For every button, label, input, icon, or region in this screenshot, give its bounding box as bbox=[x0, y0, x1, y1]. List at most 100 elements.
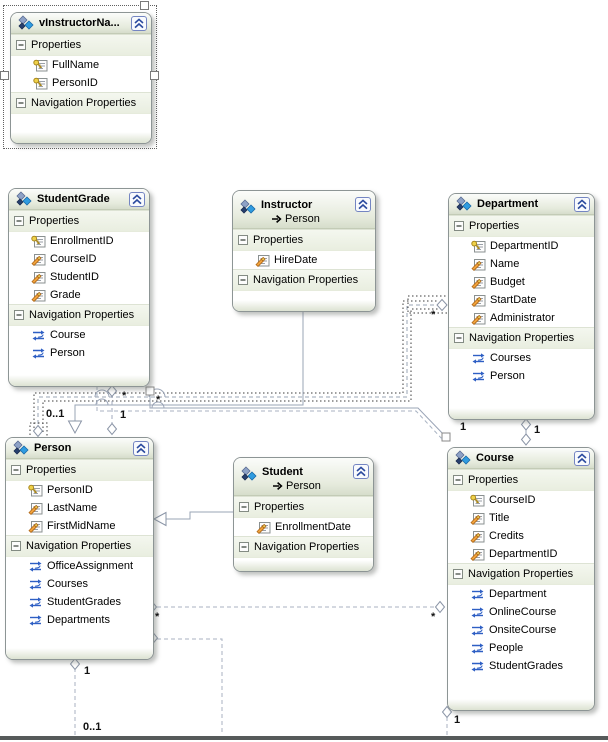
entity-footer bbox=[233, 300, 375, 311]
property-row[interactable]: LastName bbox=[6, 499, 153, 517]
navigation-property-row[interactable]: People bbox=[448, 639, 594, 657]
selection-marquee[interactable] bbox=[3, 5, 157, 149]
expander-minus-icon[interactable] bbox=[238, 275, 248, 285]
navigation-section[interactable]: Navigation Properties bbox=[233, 269, 375, 291]
property-row[interactable]: HireDate bbox=[233, 251, 375, 269]
expander-minus-icon[interactable] bbox=[11, 541, 21, 551]
entity-vinstructorname[interactable]: vInstructorNa... Properties FullName Per… bbox=[10, 12, 152, 144]
properties-section[interactable]: Properties bbox=[233, 229, 375, 251]
entity-header[interactable]: Student Person bbox=[234, 458, 373, 496]
collapse-chevron-icon[interactable] bbox=[353, 464, 369, 479]
connector-handle[interactable] bbox=[145, 386, 155, 396]
property-row[interactable]: EnrollmentID bbox=[9, 232, 149, 250]
entity-header[interactable]: vInstructorNa... bbox=[11, 13, 151, 34]
navigation-property-row[interactable]: OnlineCourse bbox=[448, 603, 594, 621]
association-person-courses[interactable] bbox=[146, 600, 446, 614]
collapse-chevron-icon[interactable] bbox=[133, 441, 149, 456]
collapse-chevron-icon[interactable] bbox=[129, 192, 145, 207]
expander-minus-icon[interactable] bbox=[14, 310, 24, 320]
navigation-property-row[interactable]: OfficeAssignment bbox=[6, 557, 153, 575]
entity-person[interactable]: Person Properties PersonID LastName Firs… bbox=[5, 437, 154, 660]
expander-minus-icon[interactable] bbox=[14, 216, 24, 226]
expander-minus-icon[interactable] bbox=[453, 569, 463, 579]
collapse-chevron-icon[interactable] bbox=[355, 197, 371, 212]
navigation-property-row[interactable]: Departments bbox=[6, 611, 153, 629]
entity-instructor[interactable]: Instructor Person Properties HireDate Na… bbox=[232, 190, 376, 312]
property-row[interactable]: Name bbox=[449, 255, 594, 273]
collapse-chevron-icon[interactable] bbox=[574, 197, 590, 212]
expander-minus-icon[interactable] bbox=[239, 502, 249, 512]
property-row[interactable]: Budget bbox=[449, 273, 594, 291]
property-row[interactable]: FirstMidName bbox=[6, 517, 153, 535]
properties-section[interactable]: Properties bbox=[234, 496, 373, 518]
expander-minus-icon[interactable] bbox=[11, 465, 21, 475]
property-row[interactable]: StudentID bbox=[9, 268, 149, 286]
property-row[interactable]: Title bbox=[448, 509, 594, 527]
navigation-property-row[interactable]: Course bbox=[9, 326, 149, 344]
navigation-property-row[interactable]: Person bbox=[9, 344, 149, 362]
navigation-section[interactable]: Navigation Properties bbox=[9, 304, 149, 326]
properties-section[interactable]: Properties bbox=[448, 469, 594, 491]
property-row[interactable]: Credits bbox=[448, 527, 594, 545]
expander-minus-icon[interactable] bbox=[238, 235, 248, 245]
navigation-property-row[interactable]: StudentGrades bbox=[448, 657, 594, 675]
property-label: DepartmentID bbox=[490, 240, 559, 252]
entity-header[interactable]: StudentGrade bbox=[9, 189, 149, 210]
properties-section[interactable]: Properties bbox=[9, 210, 149, 232]
properties-section[interactable]: Properties bbox=[11, 34, 151, 56]
selection-handle[interactable] bbox=[140, 1, 149, 10]
selection-handle[interactable] bbox=[0, 71, 9, 80]
association-studentgrade-person[interactable] bbox=[106, 384, 118, 436]
selection-handle[interactable] bbox=[150, 71, 159, 80]
entity-header[interactable]: Department bbox=[449, 194, 594, 215]
association-person-officeassignment[interactable] bbox=[69, 657, 81, 736]
navigation-property-row[interactable]: Person bbox=[449, 367, 594, 385]
property-row[interactable]: PersonID bbox=[6, 481, 153, 499]
navigation-property-row[interactable]: Department bbox=[448, 585, 594, 603]
expander-minus-icon[interactable] bbox=[454, 333, 464, 343]
association-person-departments-selected[interactable] bbox=[29, 295, 454, 439]
property-row[interactable]: Grade bbox=[9, 286, 149, 304]
property-row[interactable]: Administrator bbox=[449, 309, 594, 327]
section-label: Properties bbox=[254, 501, 305, 513]
entity-course[interactable]: Course Properties CourseID Title Credits… bbox=[447, 447, 595, 711]
navigation-section[interactable]: Navigation Properties bbox=[449, 327, 594, 349]
properties-section[interactable]: Properties bbox=[6, 459, 153, 481]
entity-header[interactable]: Instructor Person bbox=[233, 191, 375, 229]
entity-header[interactable]: Course bbox=[448, 448, 594, 469]
association-course-offscreen[interactable] bbox=[441, 705, 453, 736]
collapse-chevron-icon[interactable] bbox=[574, 451, 590, 466]
property-row[interactable]: DepartmentID bbox=[449, 237, 594, 255]
navigation-section[interactable]: Navigation Properties bbox=[234, 536, 373, 558]
property-row[interactable]: StartDate bbox=[449, 291, 594, 309]
navigation-property-row[interactable]: OnsiteCourse bbox=[448, 621, 594, 639]
property-row[interactable]: FullName bbox=[11, 56, 151, 74]
association-studentgrade-course[interactable] bbox=[145, 386, 451, 442]
navigation-property-row[interactable]: Courses bbox=[449, 349, 594, 367]
expander-minus-icon[interactable] bbox=[239, 542, 249, 552]
inheritance-instructor-person[interactable] bbox=[67, 310, 304, 435]
navigation-section[interactable]: Navigation Properties bbox=[6, 535, 153, 557]
property-row[interactable]: CourseID bbox=[448, 491, 594, 509]
multiplicity-label: 1 bbox=[460, 421, 467, 433]
connector-handle[interactable] bbox=[441, 432, 451, 442]
property-row[interactable]: DepartmentID bbox=[448, 545, 594, 563]
property-row[interactable]: EnrollmentDate bbox=[234, 518, 373, 536]
navigation-property-row[interactable]: Courses bbox=[6, 575, 153, 593]
entity-studentgrade[interactable]: StudentGrade Properties EnrollmentID Cou… bbox=[8, 188, 150, 387]
property-row[interactable]: CourseID bbox=[9, 250, 149, 268]
expander-minus-icon[interactable] bbox=[454, 221, 464, 231]
association-route-dashed[interactable] bbox=[96, 386, 444, 441]
association-department-course[interactable] bbox=[520, 418, 532, 446]
entity-department[interactable]: Department Properties DepartmentID Name … bbox=[448, 193, 595, 420]
association-person-offscreen[interactable] bbox=[147, 631, 223, 736]
navigation-section[interactable]: Navigation Properties bbox=[11, 92, 151, 114]
navigation-property-row[interactable]: StudentGrades bbox=[6, 593, 153, 611]
navigation-section[interactable]: Navigation Properties bbox=[448, 563, 594, 585]
entity-student[interactable]: Student Person Properties EnrollmentDate… bbox=[233, 457, 374, 572]
entity-header[interactable]: Person bbox=[6, 438, 153, 459]
properties-section[interactable]: Properties bbox=[449, 215, 594, 237]
inheritance-student-person[interactable] bbox=[152, 511, 233, 527]
expander-minus-icon[interactable] bbox=[453, 475, 463, 485]
property-row[interactable]: PersonID bbox=[11, 74, 151, 92]
